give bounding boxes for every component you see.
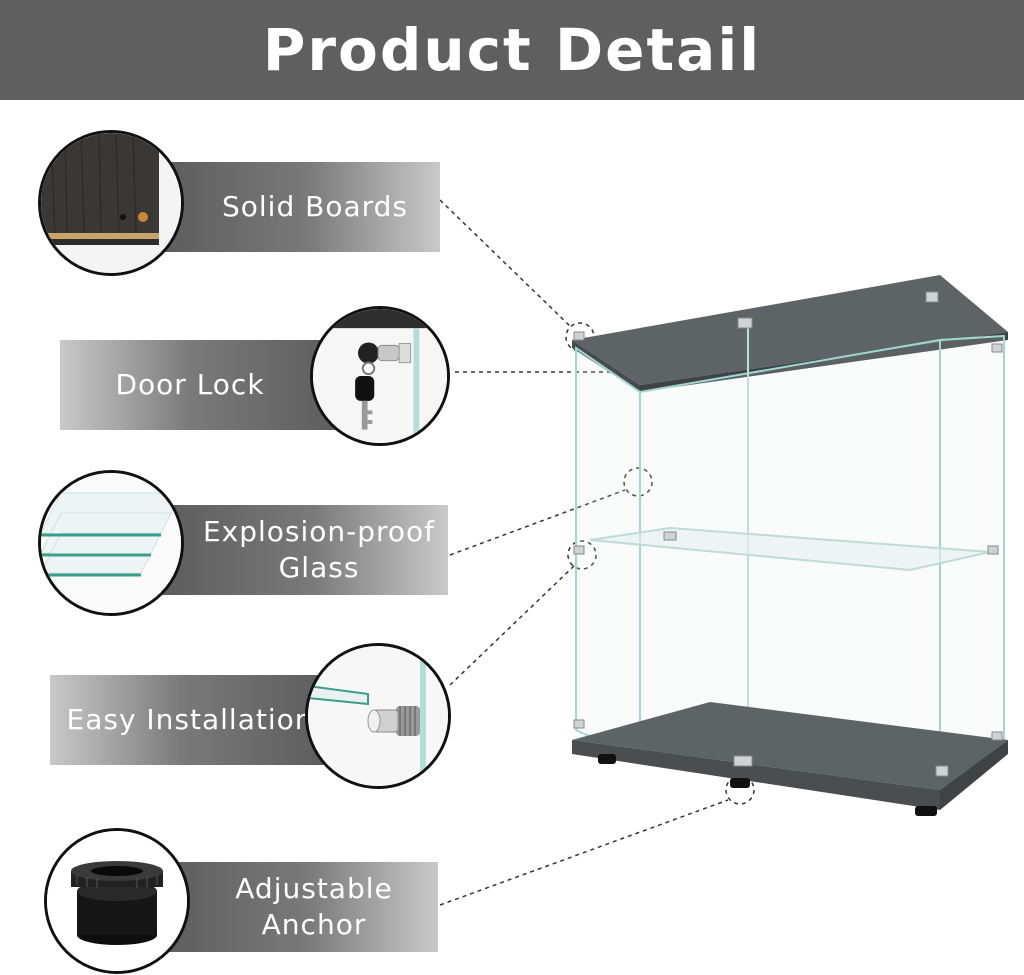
foot-anchor-icon xyxy=(47,831,187,971)
right-glass-panel xyxy=(939,334,1005,798)
top-board xyxy=(572,275,1008,385)
feature-label-installation: Easy Installation xyxy=(66,703,314,736)
feature-label-glass-line2: Glass xyxy=(278,551,360,584)
leader-line-installation xyxy=(449,564,576,686)
feature-circle-installation xyxy=(305,643,451,789)
feature-banner-solid-boards: Solid Boards xyxy=(150,162,440,252)
feature-circle-anchor xyxy=(44,828,190,974)
bottom-board xyxy=(572,702,1008,790)
lock-key-icon xyxy=(313,309,447,443)
wood-board-icon xyxy=(41,133,181,273)
feature-circle-door-lock xyxy=(310,306,450,446)
feature-banner-door-lock: Door Lock xyxy=(60,340,350,430)
feature-label-anchor-line1: Adjustable xyxy=(235,872,393,905)
feature-banner-installation: Easy Installation xyxy=(50,675,340,765)
feature-label-solid-boards: Solid Boards xyxy=(221,190,408,223)
feature-circle-glass xyxy=(38,470,184,616)
feature-label-glass-line1: Explosion-proof xyxy=(202,515,436,548)
glass-pane-icon xyxy=(41,473,181,613)
left-glass-panel xyxy=(575,346,641,762)
screw-bolt-icon xyxy=(308,646,448,786)
feature-label-door-lock: Door Lock xyxy=(115,368,265,401)
page-title: Product Detail xyxy=(262,16,762,84)
feature-banner-anchor: Adjustable Anchor xyxy=(150,862,438,952)
header-bar: Product Detail xyxy=(0,0,1024,100)
leader-line-solid-boards xyxy=(439,199,573,329)
feature-banner-glass: Explosion-proof Glass xyxy=(150,505,448,595)
feature-label-anchor-line2: Anchor xyxy=(261,908,367,941)
feature-circle-solid-boards xyxy=(38,130,184,276)
glass-cabinet-image xyxy=(572,275,1008,816)
